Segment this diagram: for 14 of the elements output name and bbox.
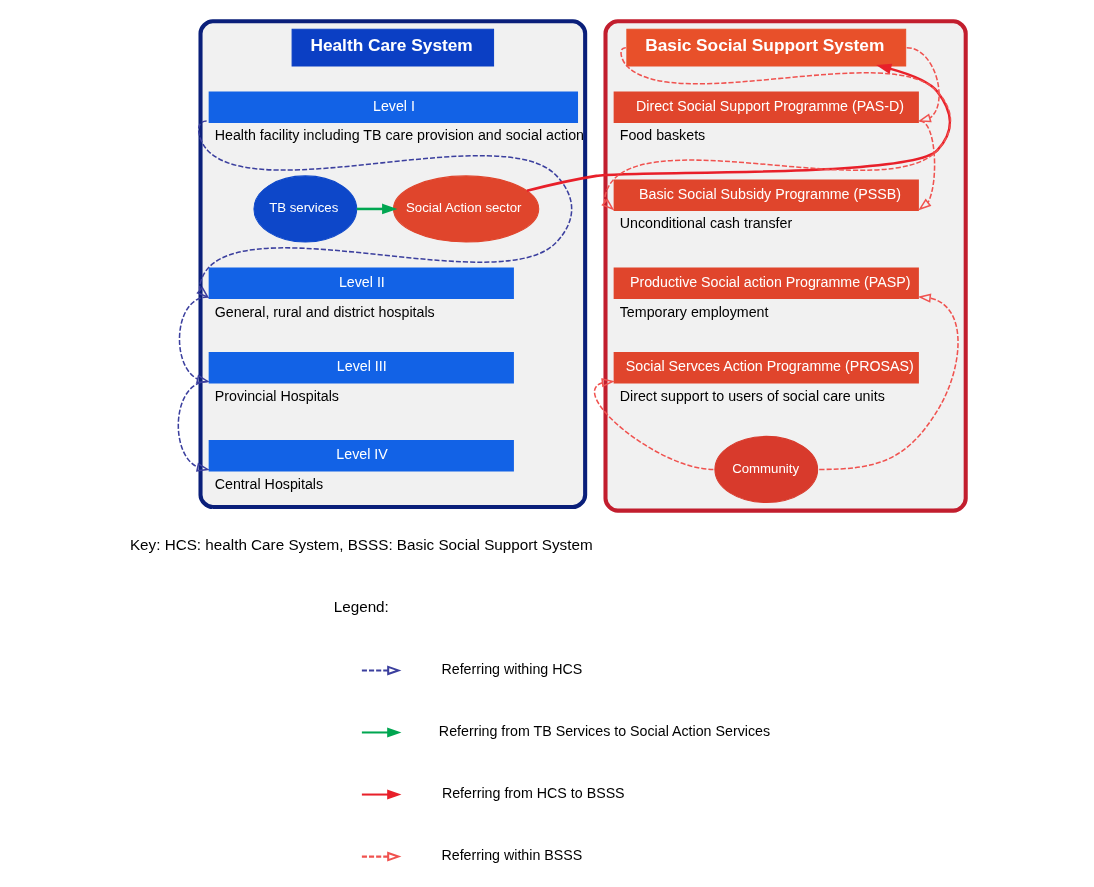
node-label: Direct support to users of social care units [619, 387, 885, 404]
node-label: Temporary employment [619, 303, 768, 319]
node-label: Central Hospitals [214, 475, 323, 492]
node-label: Unconditional cash transfer [619, 214, 792, 231]
legend-label: Referring from TB Services to Social Action Services [438, 722, 770, 739]
legend-label: Referring from HCS to BSSS [441, 784, 625, 801]
label: Key: HCS: health Care System, BSSS: Basic Social Support System [129, 535, 593, 553]
node-label: Food baskets [619, 126, 705, 143]
legend-label: Referring within BSSS [440, 846, 582, 863]
label: Legend: [333, 597, 389, 615]
node-label: Health facility including TB care provision and social action [214, 126, 584, 143]
node-label: General, rural and district hospitals [214, 303, 435, 319]
node-label: Provincial Hospitals [214, 387, 339, 404]
legend-label: Referring withing HCS [440, 660, 582, 677]
